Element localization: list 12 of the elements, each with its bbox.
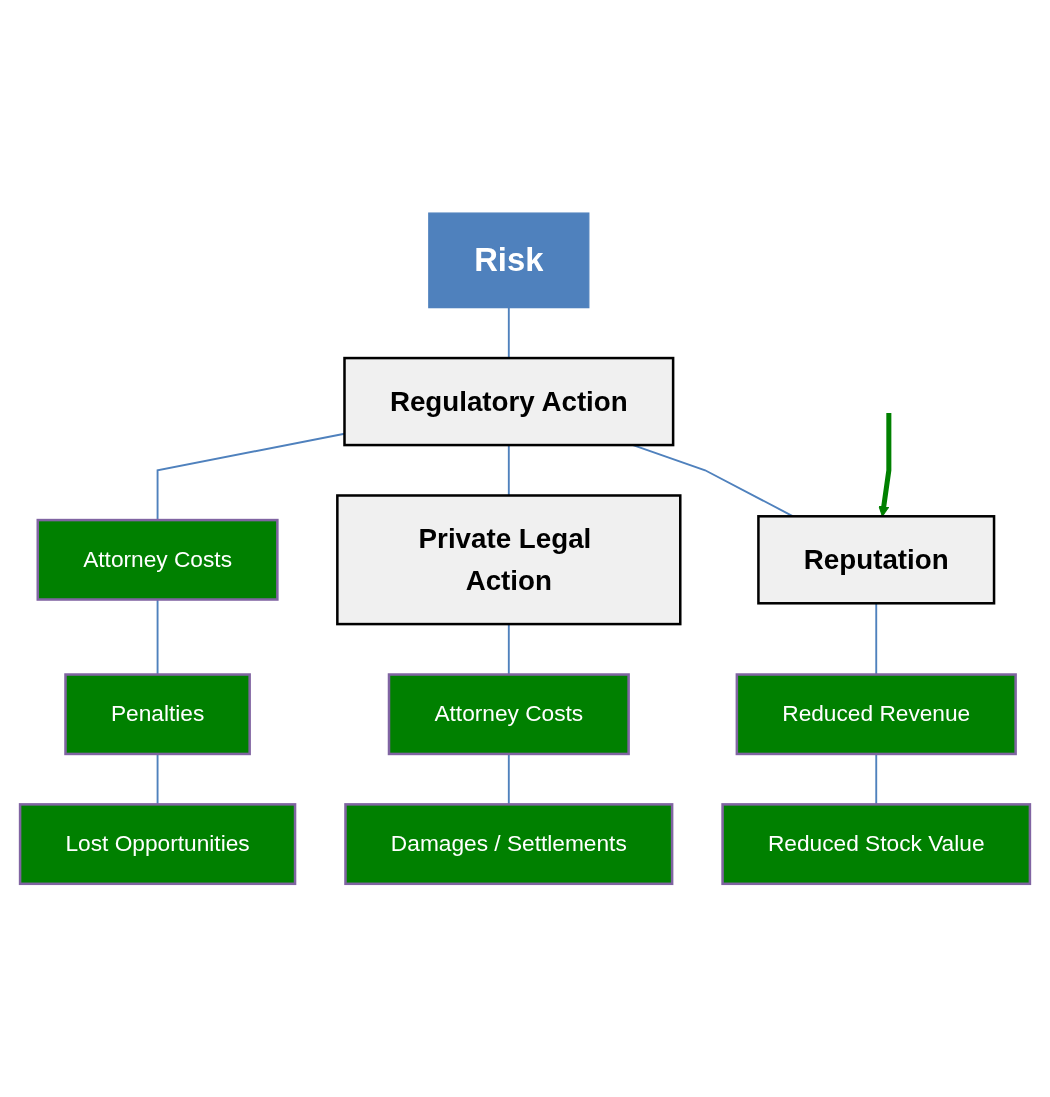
node-box: Lost Opportunities bbox=[18, 803, 297, 886]
node-box: Private Legal Action bbox=[336, 494, 682, 626]
node-box: Reduced Stock Value bbox=[721, 803, 1032, 886]
node-box: Reputation bbox=[757, 515, 996, 605]
node-box: Damages / Settlements bbox=[344, 803, 674, 886]
arrow bbox=[878, 412, 892, 517]
node-box: Attorney Costs bbox=[36, 518, 279, 601]
node-box: Attorney Costs bbox=[387, 673, 630, 756]
node-box: Regulatory Action bbox=[343, 356, 675, 447]
node-box: Penalties bbox=[64, 673, 251, 756]
node-box: Risk bbox=[428, 212, 590, 309]
node-box: Reduced Revenue bbox=[735, 673, 1017, 756]
